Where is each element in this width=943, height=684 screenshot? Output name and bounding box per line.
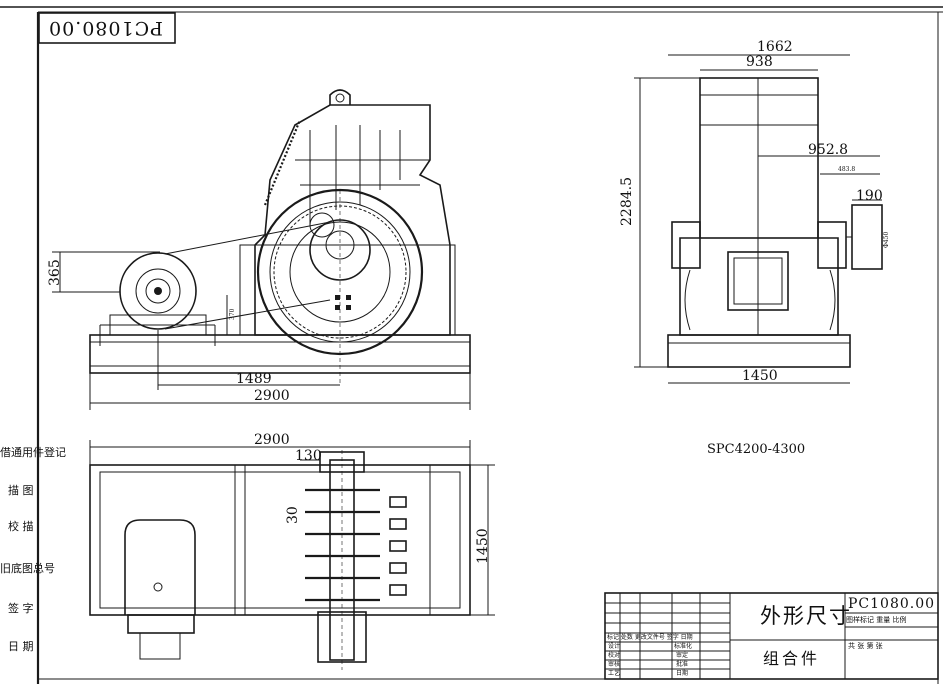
- dim-plan-total: 2900: [254, 432, 290, 448]
- dim-front-center: 1489: [236, 371, 272, 387]
- title-std-date: 日期: [676, 670, 689, 677]
- plan-view: [89, 440, 495, 670]
- strip-label-5: 签 字: [8, 602, 34, 615]
- hammer-rows: [305, 488, 407, 602]
- title-sub-header: 图样标记 重量 比例: [846, 616, 907, 624]
- title-row-check: 校对: [608, 652, 621, 659]
- strip-label-6: 日 期: [8, 640, 34, 653]
- strip-label-2: 描 图: [8, 484, 34, 497]
- title-category: 组合件: [763, 649, 821, 668]
- title-std: 标准化: [674, 643, 693, 650]
- dim-front-small: 370: [229, 308, 236, 320]
- dim-flange-diameter: Φ450: [883, 231, 890, 248]
- mirrored-number-box: [38, 12, 176, 44]
- model-caption: SPC4200-4300: [707, 442, 806, 457]
- title-block: [604, 592, 939, 680]
- sheet-border: [0, 6, 943, 684]
- title-row-header: 标记 处数 更改文件号 签字 日期: [607, 634, 693, 641]
- title-drawing-name: 外形尺寸: [760, 604, 852, 628]
- dim-plan-offset: 130: [295, 448, 322, 464]
- title-row-process: 工艺: [608, 670, 621, 677]
- strip-label-1: 借通用件登记: [0, 446, 66, 459]
- dim-side-offset: 952.8: [808, 142, 849, 158]
- side-view: [634, 54, 883, 384]
- title-std-ratify: 批准: [676, 661, 689, 668]
- title-row-review: 审核: [608, 661, 621, 668]
- dim-side-base: 1450: [742, 368, 778, 384]
- front-view: [52, 89, 471, 410]
- dim-front-total: 2900: [254, 388, 290, 404]
- dim-side-flange: 190: [856, 188, 883, 204]
- title-drawing-number: PC1080.00: [848, 596, 936, 612]
- strip-label-4: 旧底图总号: [0, 562, 55, 575]
- title-row-design: 设计: [608, 643, 621, 650]
- strip-label-3: 校 描: [8, 520, 34, 533]
- title-sheet-label: 共 张 第 张: [848, 642, 883, 650]
- dim-side-width-inner: 938: [746, 54, 773, 70]
- mirrored-drawing-number: PC1080.00: [48, 17, 163, 39]
- dim-plan-height: 1450: [475, 528, 491, 564]
- dim-side-width-top: 1662: [757, 39, 793, 55]
- dim-front-motor-height: 365: [47, 259, 63, 286]
- dim-plan-small: 30: [285, 506, 301, 524]
- dim-side-height: 2284.5: [619, 177, 635, 226]
- title-std-approve: 审定: [676, 652, 689, 659]
- dim-side-offset-small: 483.8: [838, 166, 856, 173]
